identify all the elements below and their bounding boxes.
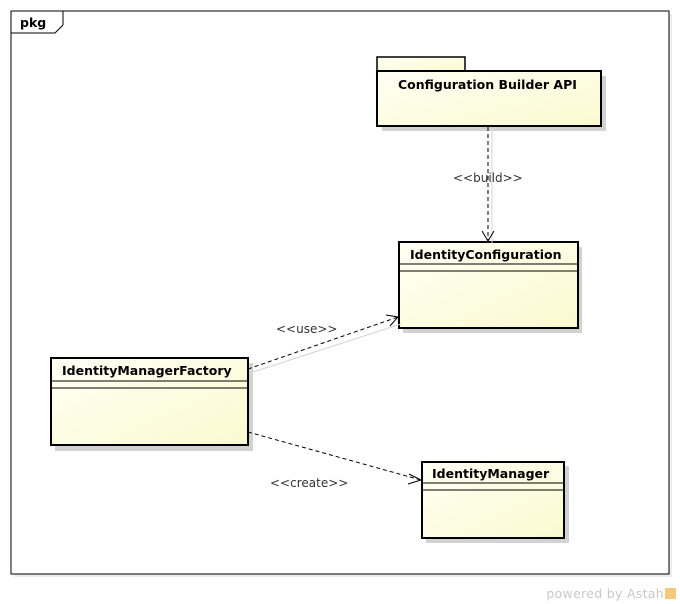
astah-watermark: powered by Astah — [546, 586, 676, 601]
class-name: IdentityManagerFactory — [62, 363, 232, 378]
dependency-use[interactable]: <<use>> — [247, 314, 402, 374]
dependency-label: <<create>> — [270, 476, 348, 490]
frame-label: pkg — [20, 15, 46, 30]
astah-logo-icon — [665, 588, 676, 599]
watermark-text: powered by Astah — [546, 586, 664, 601]
class-identity-configuration[interactable]: IdentityConfiguration — [398, 241, 582, 333]
dependency-create[interactable]: <<create>> — [247, 431, 423, 490]
dependency-label: <<build>> — [453, 171, 523, 185]
class-identity-manager[interactable]: IdentityManager — [421, 461, 569, 543]
package-configuration-builder-api[interactable]: Configuration Builder API — [376, 56, 606, 131]
dependency-build[interactable]: <<build>> — [453, 127, 523, 243]
class-name: IdentityConfiguration — [410, 247, 561, 262]
package-name: Configuration Builder API — [398, 77, 577, 92]
class-name: IdentityManager — [432, 466, 550, 481]
class-identity-manager-factory[interactable]: IdentityManagerFactory — [50, 357, 253, 451]
dependency-label: <<use>> — [276, 322, 337, 336]
